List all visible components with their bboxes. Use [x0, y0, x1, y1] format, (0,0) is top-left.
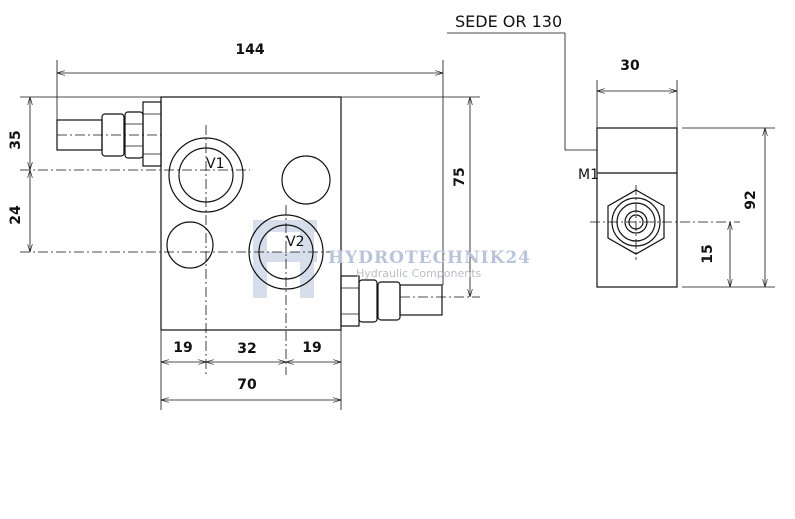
watermark-brand: HYDROTECHNIK24 [328, 248, 531, 268]
side-dim-port-height: 15 [700, 244, 716, 263]
side-dimensions [596, 80, 775, 288]
valve-block-front [20, 96, 480, 375]
front-dimensions [20, 60, 480, 410]
dim-upper-port: 35 [8, 130, 24, 149]
side-dim-height: 92 [743, 190, 759, 209]
dim-width: 70 [237, 377, 257, 393]
watermark-tagline: Hydraulic Components [356, 267, 482, 280]
side-dim-width: 30 [620, 58, 640, 74]
dim-port-spacing: 24 [8, 205, 24, 225]
port-m1-label: M1 [578, 167, 599, 183]
watermark-logo [253, 220, 317, 298]
seal-label: SEDE OR 130 [455, 12, 562, 31]
dim-left-offset: 19 [173, 340, 192, 356]
dim-length: 144 [235, 42, 264, 58]
valve-block-side [447, 32, 740, 288]
dim-center: 32 [237, 341, 256, 357]
dim-right-offset: 19 [302, 340, 321, 356]
dim-height: 75 [452, 167, 468, 186]
port-v2-label: V2 [286, 234, 304, 250]
port-v1-label: V1 [206, 156, 224, 172]
